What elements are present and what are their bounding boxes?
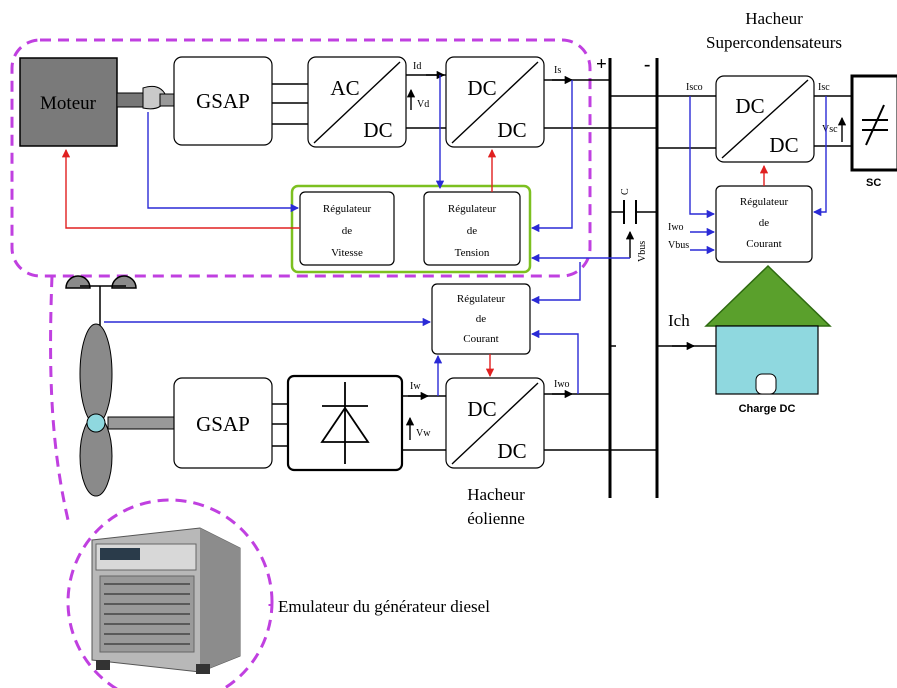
dcdc-wind-bottom-label: DC bbox=[497, 439, 526, 463]
emulator-device-icon bbox=[92, 528, 240, 674]
dcdc-sc-top-label: DC bbox=[735, 94, 764, 118]
bus-minus-label: - bbox=[644, 54, 650, 75]
house-roof bbox=[706, 266, 830, 326]
capacitor-label: C bbox=[620, 188, 631, 195]
dcdc-sc-bottom-label: DC bbox=[769, 133, 798, 157]
house-door bbox=[756, 374, 776, 394]
acdc-bottom-label: DC bbox=[363, 118, 392, 142]
capacitor-icon bbox=[624, 200, 636, 224]
vitesse-to-moteur bbox=[66, 150, 300, 228]
turbine-hub bbox=[87, 414, 105, 432]
regulateur-vitesse-line1: Régulateur bbox=[323, 203, 372, 215]
regulateur-courant-sc-line1: Régulateur bbox=[740, 196, 789, 208]
regulateur-vitesse-line3: Vitesse bbox=[331, 247, 363, 259]
id-label: Id bbox=[413, 61, 421, 72]
vbus-label: Vbus bbox=[637, 241, 648, 262]
iwo-label: Iwo bbox=[554, 379, 570, 390]
three-phase-top bbox=[272, 84, 308, 124]
regulateur-courant-sc-line2: de bbox=[759, 217, 770, 229]
rectifier-to-chopper bbox=[402, 396, 446, 450]
dcdc-diesel-top-label: DC bbox=[467, 76, 496, 100]
vw-label: Vw bbox=[416, 428, 431, 439]
isco-to-regulator bbox=[690, 96, 714, 214]
turbine-blade-top bbox=[80, 324, 112, 424]
dcdc-diesel-bottom-label: DC bbox=[497, 118, 526, 142]
regulateur-vitesse-line2: de bbox=[342, 225, 353, 237]
regulateur-tension-line2: de bbox=[467, 225, 478, 237]
supercapacitor-block bbox=[852, 76, 897, 170]
is-label: Is bbox=[554, 65, 561, 76]
charge-label: Charge DC bbox=[739, 403, 796, 415]
sc-chopper-to-sc bbox=[814, 96, 852, 146]
shaft-to-gsap bbox=[160, 94, 174, 106]
regulateur-tension-line3: Tension bbox=[455, 247, 490, 259]
motor-shaft bbox=[117, 93, 145, 107]
turbine-shaft bbox=[108, 417, 174, 429]
dcdc-diesel-to-bus bbox=[544, 80, 657, 128]
hacheur-sc-caption-2: Supercondensateurs bbox=[706, 33, 842, 52]
isco-label: Isco bbox=[686, 82, 703, 93]
hacheur-eolienne-caption-2: éolienne bbox=[467, 509, 525, 528]
isc-label: Isc bbox=[818, 82, 830, 93]
dcdc-wind-top-label: DC bbox=[467, 397, 496, 421]
gsap-bottom-label: GSAP bbox=[196, 412, 250, 436]
regulateur-courant-wind-line2: de bbox=[476, 313, 487, 325]
vsc-label: Vsc bbox=[822, 124, 838, 135]
regulateur-tension-line1: Régulateur bbox=[448, 203, 497, 215]
vbus-sc-label: Vbus bbox=[668, 240, 689, 251]
ich-label: Ich bbox=[668, 311, 690, 330]
wind-chopper-to-bus bbox=[544, 394, 657, 450]
regulateur-courant-sc-line3: Courant bbox=[746, 238, 781, 250]
iwo-sc-label: Iwo bbox=[668, 222, 684, 233]
sc-label: SC bbox=[866, 177, 881, 189]
regulateur-courant-wind-line1: Régulateur bbox=[457, 293, 506, 305]
hacheur-sc-caption-1: Hacheur bbox=[745, 9, 803, 28]
regulateur-courant-wind-line3: Courant bbox=[463, 333, 498, 345]
diesel-group-connector bbox=[51, 276, 68, 520]
bus-plus-label: + bbox=[596, 54, 607, 75]
vd-label: Vd bbox=[417, 99, 429, 110]
gsap-top-label: GSAP bbox=[196, 89, 250, 113]
three-phase-bottom bbox=[272, 404, 288, 446]
isc-to-regulator bbox=[814, 96, 826, 212]
acdc-top-label: AC bbox=[330, 76, 359, 100]
hacheur-eolienne-caption-1: Hacheur bbox=[467, 485, 525, 504]
bus-to-sc-chopper bbox=[610, 96, 716, 148]
emulateur-caption: Emulateur du générateur diesel bbox=[278, 597, 490, 616]
iw-label: Iw bbox=[410, 381, 421, 392]
moteur-label: Moteur bbox=[40, 93, 97, 114]
vbus-to-wind-regulator bbox=[532, 262, 580, 300]
